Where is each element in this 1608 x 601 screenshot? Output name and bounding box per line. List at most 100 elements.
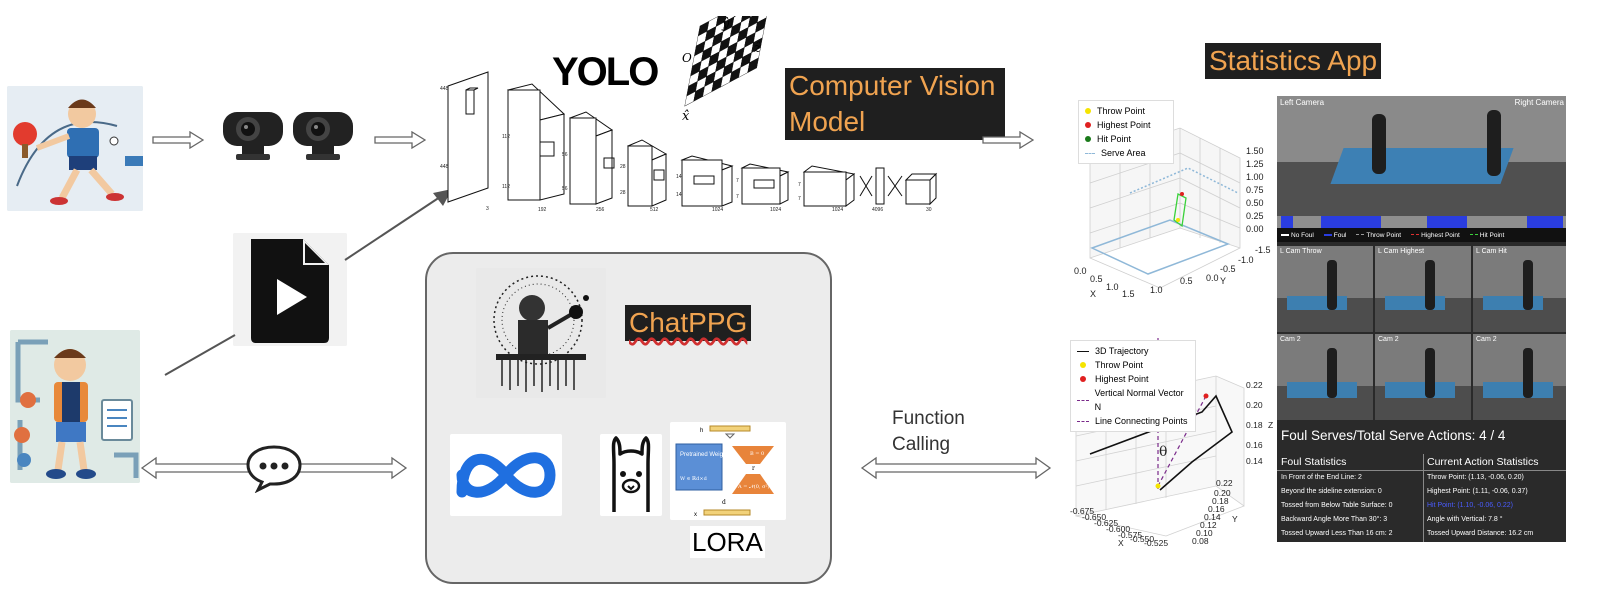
player-illustration bbox=[7, 86, 143, 211]
camera-thumbnail: Cam 2 bbox=[1375, 334, 1471, 420]
stats-table-divider bbox=[1423, 454, 1424, 542]
tick-label: 1.50 bbox=[1246, 146, 1264, 156]
legend-marker bbox=[1085, 152, 1095, 154]
cnn-dim-label: 14 bbox=[676, 174, 682, 180]
thumbnail-label: Cam 2 bbox=[1378, 336, 1399, 343]
foul-stat-row: Backward Angle More Than 30°: 3 bbox=[1281, 516, 1388, 523]
video-file-icon bbox=[233, 233, 347, 346]
tick-label: 0.0 bbox=[1074, 266, 1087, 276]
yolo-cnn-diagram: 448 448 3 192 256 512 1024 1024 1024 409… bbox=[440, 71, 938, 213]
tick-label: 1.5 bbox=[1122, 289, 1135, 298]
foul-summary: Foul Serves/Total Serve Actions: 4 / 4 bbox=[1281, 428, 1506, 443]
llama-logo bbox=[600, 434, 662, 516]
tick-label: 0.50 bbox=[1246, 198, 1264, 208]
legend-label: Highest Point bbox=[1421, 231, 1460, 239]
tick-label: -0.600 bbox=[1106, 524, 1130, 534]
cnn-dim-label: 192 bbox=[538, 207, 547, 213]
tick-label: 0.16 bbox=[1246, 440, 1263, 450]
lora-label: LORA bbox=[690, 526, 765, 558]
legend-label: Highest Point bbox=[1095, 374, 1149, 384]
tick-label: 0.18 bbox=[1212, 496, 1229, 506]
thumbnail-label: Cam 2 bbox=[1280, 336, 1301, 343]
tick-label: 0.08 bbox=[1192, 536, 1209, 546]
axis-label-z: ẑ bbox=[753, 41, 761, 56]
cnn-dim-label: 30 bbox=[926, 207, 932, 213]
lora-b-label: B = 0 bbox=[750, 451, 764, 457]
right-camera-label: Right Camera bbox=[1514, 98, 1564, 107]
legend-marker bbox=[1085, 136, 1091, 142]
current-stat-row: Angle with Vertical: 7.8 ° bbox=[1427, 516, 1503, 523]
legend-label: Foul bbox=[1333, 231, 1347, 239]
computer-vision-model-label: Computer Vision Model bbox=[785, 68, 1005, 140]
yolo-logo: YOLO bbox=[552, 50, 659, 94]
legend-label: Line Connecting Points bbox=[1095, 416, 1188, 426]
function-calling-label: Function Calling bbox=[892, 408, 965, 455]
arrow-right-3 bbox=[982, 131, 1034, 149]
cnn-dim-label: 28 bbox=[620, 164, 626, 170]
double-arrow-function-calling bbox=[860, 456, 1052, 480]
axis-label: X bbox=[1090, 289, 1096, 298]
arrow-right-1 bbox=[152, 131, 204, 149]
cnn-dim-label: 56 bbox=[562, 152, 568, 158]
legend-label: No Foul bbox=[1291, 231, 1314, 239]
tick-label: -0.525 bbox=[1144, 538, 1168, 548]
legend-marker bbox=[1080, 376, 1086, 382]
axis-label: Y bbox=[1232, 514, 1238, 524]
tick-label: 0.22 bbox=[1216, 478, 1233, 488]
lora-h-label: h bbox=[700, 428, 703, 434]
statistics-app-panel: Left Camera Right Camera No Foul Foul Th… bbox=[1277, 96, 1566, 542]
tick-label: 0.25 bbox=[1246, 211, 1264, 221]
tick-label: -0.5 bbox=[1220, 264, 1236, 274]
tick-label: 0.20 bbox=[1246, 400, 1263, 410]
cnn-dim-label: 28 bbox=[620, 190, 626, 196]
tick-label: 1.0 bbox=[1106, 282, 1119, 292]
legend-label: Highest Point bbox=[1097, 120, 1151, 130]
chat-bubble-icon bbox=[246, 445, 302, 493]
legend-marker bbox=[1085, 122, 1091, 128]
chatppg-label: ChatPPG bbox=[625, 305, 752, 341]
lora-diagram: h Pretrained Weights W ∈ ℝd×d B = 0 r A … bbox=[670, 422, 786, 520]
camera-thumbnail: Cam 2 bbox=[1473, 334, 1566, 420]
webcam-icon bbox=[223, 112, 283, 160]
cnn-dim-label: 1024 bbox=[832, 207, 843, 213]
legend-label: Throw Point bbox=[1097, 106, 1146, 116]
tick-label: 0.10 bbox=[1196, 528, 1213, 538]
legend-label: Hit Point bbox=[1479, 231, 1505, 239]
chatppg-robot-image bbox=[476, 268, 606, 398]
camera-thumbnail: L Cam Throw bbox=[1277, 246, 1373, 332]
tick-label: -0.575 bbox=[1118, 530, 1142, 540]
legend-label: Vertical Normal Vector N bbox=[1094, 388, 1184, 412]
left-camera-label: Left Camera bbox=[1280, 98, 1325, 107]
meta-logo bbox=[450, 434, 562, 516]
tick-label: -0.650 bbox=[1082, 512, 1106, 522]
current-stat-row: Throw Point: (1.13, -0.06, 0.20) bbox=[1427, 474, 1524, 481]
cnn-dim-label: 512 bbox=[650, 207, 659, 213]
cnn-dim-label: 448 bbox=[440, 164, 449, 170]
axis-label-x: x̂ bbox=[682, 109, 690, 124]
serve-plot-legend: Throw Point Highest Point Hit Point Serv… bbox=[1078, 100, 1174, 164]
tick-label: 0.75 bbox=[1246, 185, 1264, 195]
axis-label-o: O bbox=[682, 51, 692, 65]
checkerboard-calibration: O ŷ ẑ x̂ bbox=[682, 16, 769, 124]
cnn-dim-label: 4096 bbox=[872, 207, 883, 213]
lora-a-label: A = 𝒩(0, σ²) bbox=[737, 483, 769, 490]
axis-label: X bbox=[1118, 538, 1124, 548]
legend-label: Throw Point bbox=[1095, 360, 1144, 370]
cnn-dim-label: 256 bbox=[596, 207, 605, 213]
lora-x-label: x bbox=[694, 512, 697, 518]
cnn-dim-label: 56 bbox=[562, 186, 568, 192]
tick-label: -0.675 bbox=[1070, 506, 1094, 516]
cnn-dim-label: 448 bbox=[440, 86, 449, 92]
foul-stat-row: Tossed Upward Less Than 16 cm: 2 bbox=[1281, 530, 1393, 537]
cnn-dim-label: 112 bbox=[502, 184, 510, 190]
legend-marker bbox=[1077, 350, 1089, 352]
tick-label: 0.14 bbox=[1246, 456, 1263, 466]
trajectory-plot-legend: 3D Trajectory Throw Point Highest Point … bbox=[1070, 340, 1196, 432]
legend-marker bbox=[1085, 108, 1091, 114]
cnn-dim-label: 7 bbox=[736, 194, 739, 200]
lora-r-label: r bbox=[752, 465, 755, 472]
arrow-diagonal-up bbox=[344, 189, 452, 261]
foul-timeline bbox=[1277, 216, 1566, 228]
thumbnail-label: L Cam Highest bbox=[1378, 248, 1425, 255]
cnn-dim-label: 3 bbox=[486, 206, 489, 212]
